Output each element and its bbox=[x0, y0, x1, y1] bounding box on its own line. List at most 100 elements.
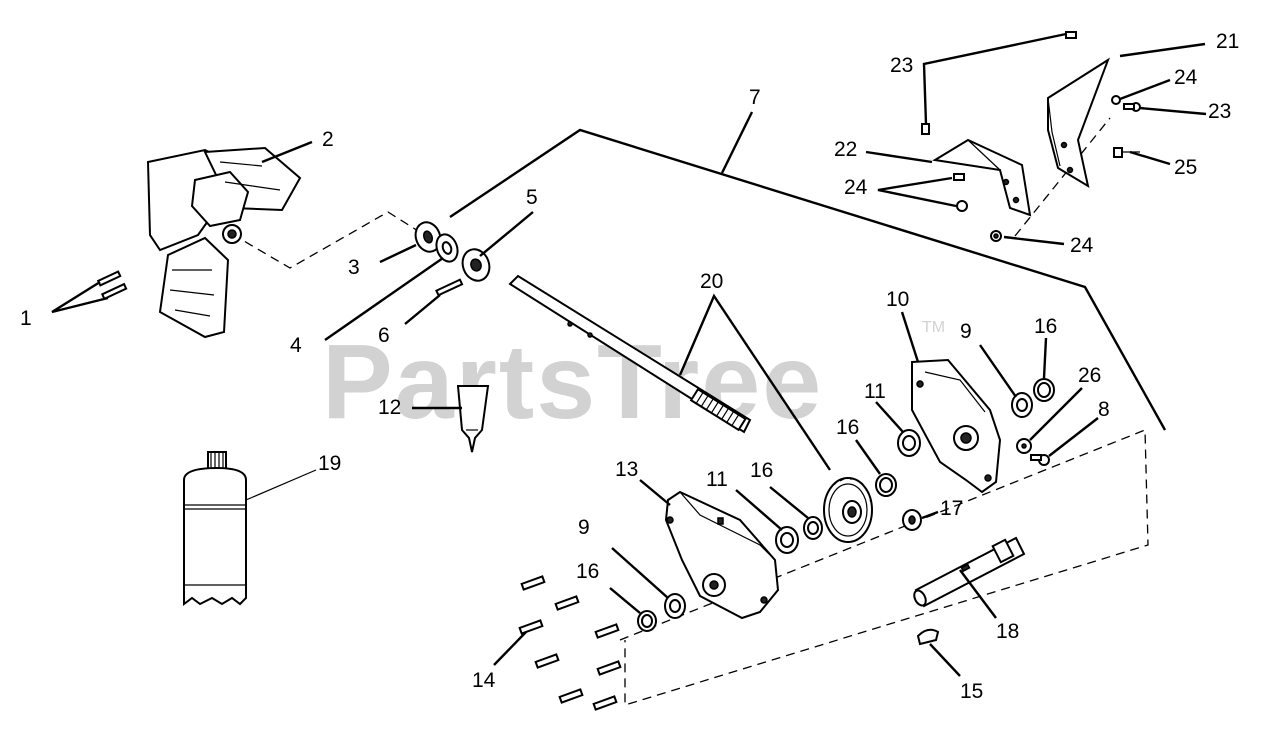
leader-23-right bbox=[1139, 106, 1207, 116]
leader-19 bbox=[245, 469, 317, 501]
bolt-25 bbox=[1113, 147, 1140, 158]
callout-6[interactable]: 6 bbox=[378, 324, 390, 347]
callout-21[interactable]: 21 bbox=[1216, 30, 1239, 53]
leader-14 bbox=[493, 631, 527, 666]
callout-11-center[interactable]: 11 bbox=[706, 468, 728, 491]
leader-7 bbox=[720, 111, 754, 174]
leader-25 bbox=[1129, 150, 1171, 166]
callout-11-right[interactable]: 11 bbox=[864, 380, 886, 403]
bearing-9-lower bbox=[664, 593, 686, 619]
callout-25[interactable]: 25 bbox=[1174, 156, 1197, 179]
bolt-8 bbox=[1030, 454, 1050, 466]
leader-16-center bbox=[769, 486, 809, 519]
leader-9-upper bbox=[979, 344, 1017, 398]
lubricant-bottle-19 bbox=[183, 451, 247, 606]
callout-4[interactable]: 4 bbox=[290, 334, 302, 357]
leader-26 bbox=[1029, 387, 1083, 441]
gear-case-half-13 bbox=[664, 490, 780, 620]
callout-2[interactable]: 2 bbox=[322, 128, 334, 151]
bracket-plate-21 bbox=[1047, 57, 1110, 189]
callout-24-lower[interactable]: 24 bbox=[1070, 234, 1094, 257]
assembly-dashed-line-bracket bbox=[1014, 117, 1111, 237]
callout-7[interactable]: 7 bbox=[749, 86, 761, 109]
callout-20[interactable]: 20 bbox=[700, 270, 723, 293]
bushing-17 bbox=[902, 509, 922, 531]
leader-16-lower bbox=[609, 587, 641, 614]
leader-11-right bbox=[875, 401, 904, 433]
callout-15[interactable]: 15 bbox=[960, 680, 983, 703]
callout-9-upper[interactable]: 9 bbox=[960, 320, 972, 343]
callout-24-middle[interactable]: 24 bbox=[844, 176, 868, 199]
leader-22 bbox=[865, 150, 933, 164]
worm-shaft-20 bbox=[508, 274, 752, 434]
washer-16-mid bbox=[875, 473, 897, 497]
leader-15 bbox=[929, 643, 961, 677]
callout-23-right[interactable]: 23 bbox=[1208, 100, 1231, 123]
leader-5 bbox=[479, 211, 534, 257]
callout-24-upper-right[interactable]: 24 bbox=[1174, 66, 1198, 89]
nuts-24-middle bbox=[953, 173, 968, 212]
leader-3 bbox=[379, 243, 417, 264]
callout-16-upper[interactable]: 16 bbox=[1034, 315, 1057, 338]
callout-5[interactable]: 5 bbox=[526, 186, 538, 209]
leader-24-upper-right bbox=[1119, 78, 1171, 101]
leader-11-center bbox=[735, 489, 783, 531]
washer-26 bbox=[1016, 438, 1032, 454]
collar-5 bbox=[461, 248, 491, 282]
bolt-24-upper-right bbox=[1111, 95, 1121, 105]
callout-17[interactable]: 17 bbox=[940, 497, 963, 520]
bracket-22 bbox=[932, 138, 1032, 217]
assembly-dashed-line-impeller bbox=[231, 211, 427, 269]
callout-3[interactable]: 3 bbox=[348, 256, 360, 279]
washer-16-center bbox=[803, 516, 823, 540]
watermark-trademark: TM bbox=[922, 319, 945, 336]
callout-19[interactable]: 19 bbox=[318, 452, 341, 475]
callout-1[interactable]: 1 bbox=[20, 307, 32, 330]
leader-8 bbox=[1048, 417, 1099, 457]
leader-6 bbox=[404, 294, 441, 325]
bearing-11-center bbox=[775, 526, 799, 554]
screws-14 bbox=[518, 575, 622, 711]
leader-24-middle bbox=[877, 176, 957, 208]
callout-14[interactable]: 14 bbox=[472, 669, 496, 692]
callout-16-mid[interactable]: 16 bbox=[836, 416, 859, 439]
callout-16-lower[interactable]: 16 bbox=[576, 560, 599, 583]
leader-9-lower bbox=[611, 547, 669, 599]
leader-2 bbox=[261, 140, 313, 164]
washer-16-upper bbox=[1033, 378, 1055, 402]
leader-10 bbox=[900, 311, 920, 363]
shaft-18 bbox=[913, 536, 1026, 608]
bearing-9-upper bbox=[1011, 392, 1033, 418]
leader-20 bbox=[678, 293, 831, 471]
leader-21 bbox=[1119, 42, 1206, 58]
leader-13 bbox=[639, 479, 671, 506]
washer-16-lower bbox=[637, 610, 657, 632]
leader-23-upper bbox=[922, 32, 1067, 125]
leader-24-lower bbox=[1003, 235, 1065, 246]
callout-16-center[interactable]: 16 bbox=[750, 459, 773, 482]
assembly-bracket-line bbox=[449, 128, 1167, 431]
impeller-assembly bbox=[146, 146, 302, 339]
washer-3 bbox=[414, 221, 442, 253]
callout-18[interactable]: 18 bbox=[996, 620, 1019, 643]
gear-case-half-10 bbox=[911, 358, 1002, 494]
leader-17 bbox=[921, 510, 939, 520]
roll-pin-6 bbox=[435, 278, 464, 297]
leader-18 bbox=[959, 569, 997, 619]
callout-10[interactable]: 10 bbox=[886, 288, 909, 311]
callout-23-upper[interactable]: 23 bbox=[890, 54, 913, 77]
leader-1 bbox=[51, 280, 109, 314]
callout-22[interactable]: 22 bbox=[834, 138, 857, 161]
shear-pins bbox=[96, 270, 128, 301]
callout-26[interactable]: 26 bbox=[1078, 364, 1101, 387]
leader-4 bbox=[324, 257, 444, 341]
callout-13[interactable]: 13 bbox=[615, 458, 638, 481]
callout-8[interactable]: 8 bbox=[1098, 398, 1110, 421]
callout-12[interactable]: 12 bbox=[378, 396, 401, 419]
spacer-4 bbox=[435, 233, 459, 263]
assembly-dashed-line-gearcase bbox=[619, 429, 1149, 706]
nut-24-lower bbox=[990, 230, 1002, 242]
worm-gear-20 bbox=[823, 477, 873, 543]
callout-9-lower[interactable]: 9 bbox=[578, 516, 590, 539]
